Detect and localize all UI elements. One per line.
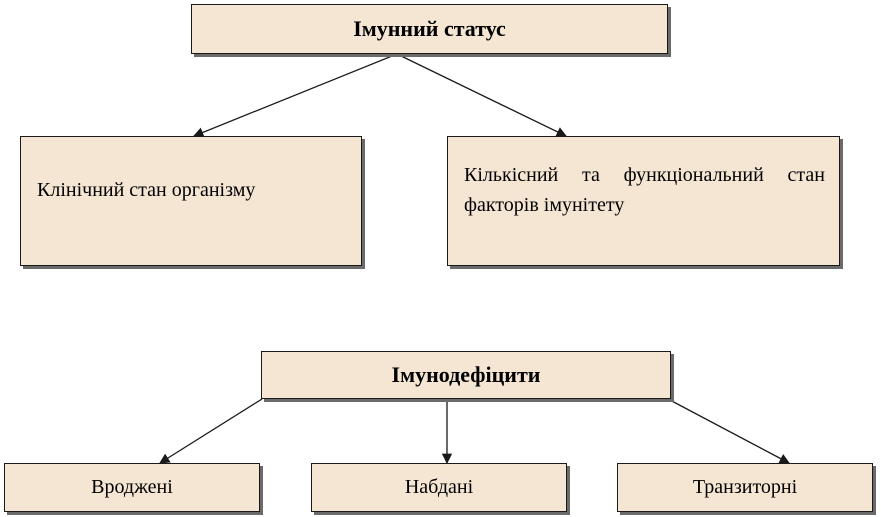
congenital-label: Вроджені <box>91 476 173 498</box>
immune-status-label: Імунний статус <box>353 16 506 41</box>
arrow-root-to-left <box>193 53 398 138</box>
immunodeficiency-box: Імунодефіцити <box>261 351 671 399</box>
immunity-factors-box: Кількісний та функціональний стан фактор… <box>447 136 840 266</box>
congenital-box: Вроджені <box>4 463 260 512</box>
transient-label: Транзиторні <box>692 476 798 498</box>
acquired-box: Набдані <box>311 463 567 512</box>
arrow-root-to-right <box>396 53 567 137</box>
arrow-immunodeficiency-to-transient <box>667 398 790 464</box>
immune-status-box: Імунний статус <box>191 4 668 54</box>
arrow-immunodeficiency-to-congenital <box>159 398 263 464</box>
acquired-label: Набдані <box>404 476 474 498</box>
clinical-state-label: Клінічний стан організму <box>37 178 256 201</box>
transient-box: Транзиторні <box>617 463 873 512</box>
immunity-factors-label: Кількісний та функціональний стан фактор… <box>464 164 825 216</box>
immunodeficiency-label: Імунодефіцити <box>391 362 541 387</box>
clinical-state-box: Клінічний стан організму <box>20 136 362 266</box>
